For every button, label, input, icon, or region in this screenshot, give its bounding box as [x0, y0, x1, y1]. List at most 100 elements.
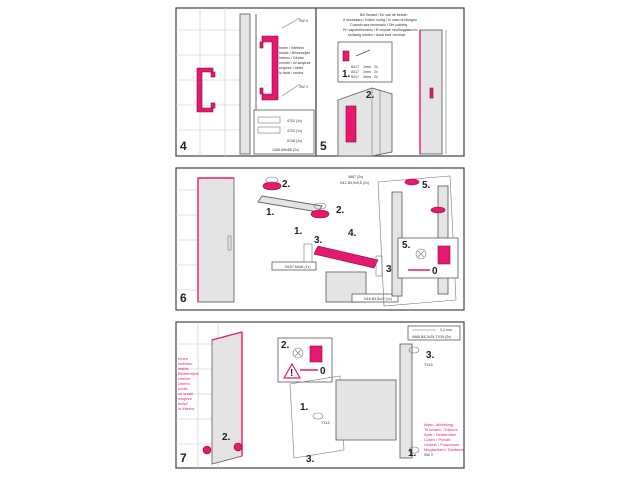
loosen-note-line: Uvoľniť / Poluzować — [424, 442, 460, 447]
inside-note: Innen Intérieur Inside Binnenzijde Inter… — [177, 356, 199, 411]
step-number-4: 4 — [180, 139, 187, 153]
part-code: 4702 (1x) — [287, 119, 302, 123]
sw-label-bottom: SW 3 — [299, 85, 308, 89]
sub-step-1: 1. — [342, 69, 351, 80]
part-code: 1289 M5x55 (2x) — [272, 148, 299, 152]
part-code: 4703 (1x) — [287, 129, 302, 133]
step-label: 5. — [402, 240, 411, 251]
step-number-7: 7 — [180, 451, 187, 465]
step-label: 1. — [408, 448, 417, 459]
door-overview — [419, 29, 447, 155]
zero-mark: 0 — [432, 266, 438, 277]
step-label: 2. — [336, 205, 345, 216]
shim-option: 8417 — [351, 65, 359, 69]
header-line: Cuando sea necesario / Dle potřeby — [350, 23, 408, 27]
loosen-note-line: Lösen / Povolit — [424, 437, 451, 442]
step-label: 4. — [348, 228, 357, 239]
inside-note-line: Innen — [178, 356, 188, 361]
tx15-label: TX15 — [424, 363, 433, 367]
shim-qty: 2x — [374, 75, 378, 79]
parts-label-top: 4667 (2x) N12 B3,9x9,5 (2x) — [340, 175, 369, 185]
step-number-6: 6 — [180, 291, 187, 305]
part-code: 4667 (2x) — [348, 175, 363, 179]
header-line: Bei Bedarf / En cas de besoin — [360, 13, 407, 17]
parts-box: 4702 (1x) 4703 (1x) 5748 (4x) 1289 M5x55… — [253, 109, 315, 155]
loosen-note: lösen, Abbildung To loosen, Gravure Apre… — [424, 422, 465, 452]
hinge-lower: TX15 1. 3. — [289, 375, 397, 465]
sw-label-top: SW 3 — [299, 19, 308, 23]
step-label: 3. — [306, 454, 315, 465]
step-label: 3. — [386, 264, 395, 275]
door-overview: 2. — [202, 331, 243, 465]
sub-step-2: 2. — [366, 90, 375, 101]
loosen-note-line: To loosen, Gravure — [424, 427, 459, 432]
warning-box: ! 0 2. — [277, 337, 333, 383]
shim-size: 1mm — [363, 65, 371, 69]
door-overview — [197, 177, 235, 303]
shim-qty: 2x — [374, 70, 378, 74]
shim-qty: 2x — [374, 65, 378, 69]
inside-note-line: Interno — [178, 376, 191, 381]
header-line: Pri zapotrebovaniu / В случае необходимо… — [343, 28, 418, 32]
step-label: 5. — [422, 180, 431, 191]
inside-note-line: Dentro — [178, 381, 191, 386]
panel-7: Innen Intérieur Inside Binnenzijde Inter… — [175, 321, 465, 469]
inside-note-line: wnętrze / belső — [279, 66, 303, 70]
door-glass-lower: N18 B3,5x22 (1x) — [325, 271, 399, 303]
shim-size: 3mm — [363, 75, 371, 79]
step-label: 3. — [426, 350, 435, 361]
hinge-profile: 2. — [337, 87, 393, 157]
top-bar-assembly: 2. 1. 2. 1. — [257, 176, 345, 237]
step-label: 1. — [294, 226, 303, 237]
header-line: If necessary / Indien nodig / In caso di… — [343, 18, 417, 22]
header-note: Bei Bedarf / En cas de besoin If necessa… — [343, 13, 418, 37]
loosen-note-line: lösen, Abbildung — [424, 422, 453, 427]
sw-label: SW 3 — [424, 453, 433, 457]
inside-note-line: Binnenzijde — [178, 371, 199, 376]
step-label: 2. — [281, 340, 290, 351]
inside-note-line: wnętrze — [178, 396, 193, 401]
panel-5: Bei Bedarf / En cas de besoin If necessa… — [315, 7, 465, 157]
handle-outside — [259, 17, 301, 101]
step-label: 3. — [314, 235, 323, 246]
inside-note-line: vo vnútri — [178, 391, 193, 396]
part-code: N12 B3,9x9,5 (2x) — [340, 181, 369, 185]
hinge-right: TX15 3. SW 3 1. — [399, 343, 435, 459]
shim-option: 8417 — [351, 75, 359, 79]
shim-option: 8417 — [351, 70, 359, 74]
shim-size: 2mm — [363, 70, 371, 74]
step-label: 1. — [266, 207, 275, 218]
middle-bar-assembly: 3. 4. 3. N187 M4x8 (1x) — [271, 228, 395, 277]
inside-note-line: Inside — [178, 366, 189, 371]
part-code: 3,1 mm — [440, 328, 452, 332]
inside-note-line: vonútri / do wnętrza — [279, 61, 310, 65]
loosen-note-line: Meglazítani / Desfaceți — [424, 447, 465, 452]
panel-6: 2. 1. 2. 1. 4667 (2x) N12 B3,9x9,5 (2x) … — [175, 167, 465, 311]
door-profile — [239, 13, 251, 155]
inside-note-line: în interior — [177, 406, 195, 411]
inside-note-line: Interno / Dentro — [279, 56, 304, 60]
inside-note-line: belső — [178, 401, 188, 406]
step-label: 1. — [300, 402, 309, 413]
warning-icon: ! — [290, 368, 293, 379]
inside-note-line: uvnitř — [178, 386, 188, 391]
part-code: N187 M4x8 (1x) — [285, 265, 311, 269]
tile-wall — [176, 189, 198, 291]
adjust-detail-box: 5. 0 — [397, 237, 459, 279]
parts-box: 3,1 mm 4666 B4,2x25-TX15 (2x) — [407, 325, 461, 341]
step-number-5: 5 — [320, 139, 327, 153]
part-code: 5748 (4x) — [287, 139, 302, 143]
part-code: 4666 B4,2x25-TX15 (2x) — [412, 335, 451, 339]
shim-box: 1. 8417 1mm 2x 8417 2mm 2x 8417 3mm 2x — [337, 41, 393, 83]
inside-note: Innen / Intérieur Inside / Binnenzijde I… — [279, 46, 310, 75]
header-line: szükség esetén / dacă este necesar — [348, 33, 406, 37]
inside-note-line: Intérieur — [178, 361, 193, 366]
inside-note-line: Inside / Binnenzijde — [279, 51, 310, 55]
loosen-note-line: Apre / Destornillar — [424, 432, 457, 437]
step-label: 2. — [282, 179, 291, 190]
tx15-label: TX15 — [321, 421, 330, 425]
inside-note-line: Innen / Intérieur — [279, 46, 305, 50]
inside-note-line: Iç taraf / unutra — [279, 71, 303, 75]
handle-inside — [196, 67, 216, 113]
